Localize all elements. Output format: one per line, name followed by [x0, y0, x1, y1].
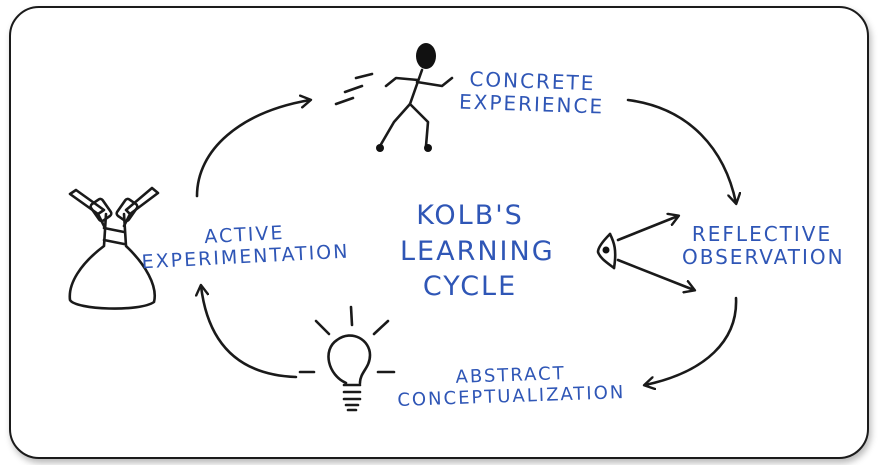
stage-label-reflective-observation: REFLECTIVE OBSERVATION: [682, 222, 845, 269]
flask-tongs-icon: [68, 186, 160, 310]
stage-label-concrete-experience: CONCRETE EXPERIENCE: [451, 67, 613, 119]
diagram-title: KOLB'S LEARNING CYCLE: [400, 198, 555, 305]
lightbulb-icon: [298, 305, 396, 412]
stage-reflective-line-1: REFLECTIVE: [691, 222, 833, 246]
stage-reflective-line-2: OBSERVATION: [682, 245, 845, 269]
arrow-reflective-to-abstract: [645, 296, 738, 385]
eye-icon: [596, 216, 694, 290]
arrow-abstract-to-active: [201, 286, 298, 379]
title-line-3: CYCLE: [422, 271, 518, 303]
arrow-active-to-concrete: [195, 100, 310, 198]
running-stick-figure-icon: [334, 43, 454, 152]
diagram-card: [9, 6, 869, 459]
title-line-2: LEARNING: [400, 235, 555, 267]
arrow-concrete-to-reflective: [626, 98, 736, 203]
title-line-1: KOLB'S: [416, 200, 524, 231]
